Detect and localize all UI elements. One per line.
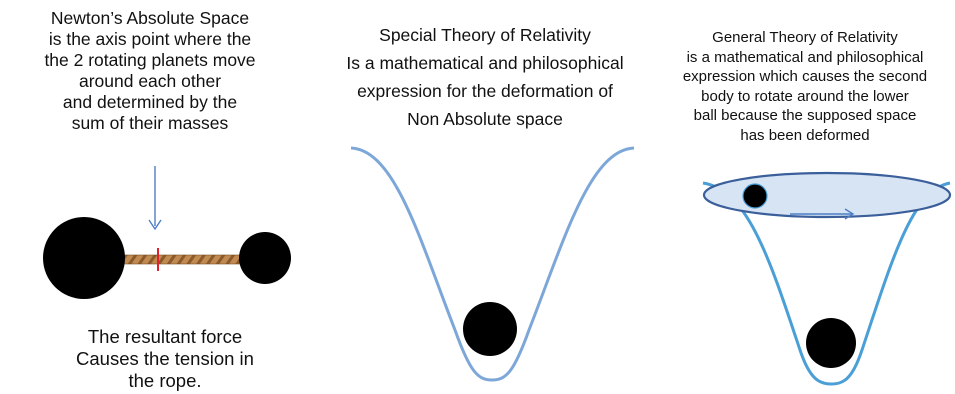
- special-relativity-well: [350, 146, 635, 382]
- general-relativity-well: [702, 171, 952, 386]
- newton-caption: The resultant force Causes the tension i…: [76, 326, 254, 391]
- newton-description: Newton’s Absolute Space is the axis poin…: [44, 8, 256, 133]
- special-relativity-description: Special Theory of Relativity Is a mathem…: [346, 25, 624, 129]
- central-ball: [806, 318, 856, 368]
- space-curve-special: [350, 146, 635, 382]
- small-planet: [239, 232, 291, 284]
- orbit-disc: [702, 171, 952, 219]
- orbit-direction-arrow-head: [844, 208, 855, 220]
- space-curve-general: [702, 181, 951, 386]
- general-relativity-description: General Theory of Relativity is a mathem…: [682, 29, 928, 144]
- ball-special: [463, 302, 517, 356]
- orbiting-ball: [742, 183, 768, 209]
- newton-system: [43, 166, 291, 299]
- rope: [119, 254, 249, 265]
- large-planet: [43, 217, 125, 299]
- pointer-arrow-head: [148, 219, 162, 231]
